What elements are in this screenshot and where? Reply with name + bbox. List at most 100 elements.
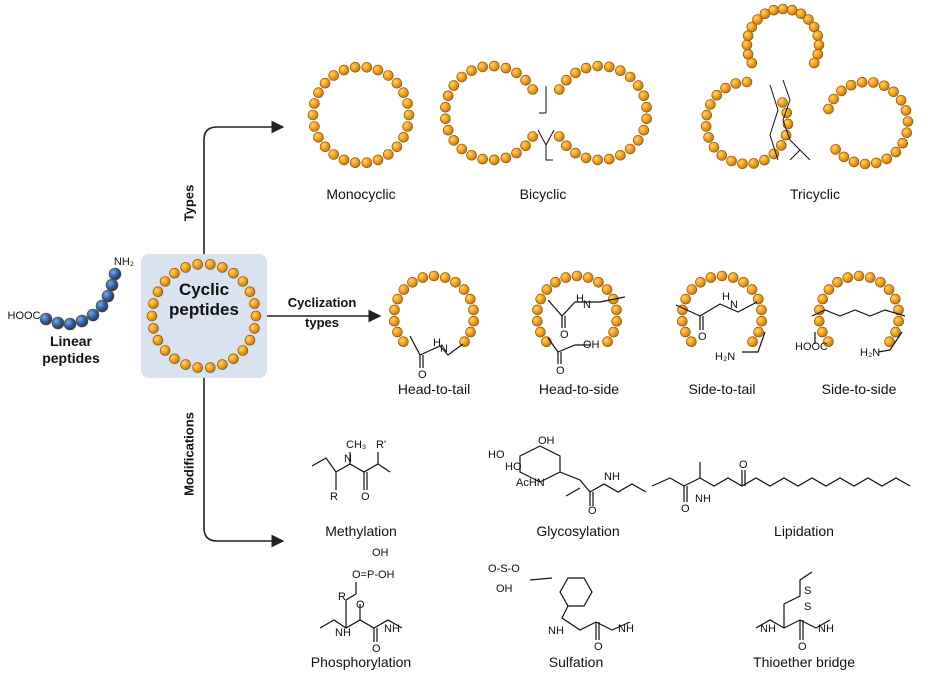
bead <box>884 336 895 348</box>
bead <box>372 154 384 166</box>
bead <box>748 158 760 169</box>
bead <box>398 336 409 348</box>
bead <box>747 336 758 348</box>
bead <box>889 293 901 305</box>
bead <box>338 154 350 166</box>
bead <box>319 77 331 89</box>
bead <box>511 147 522 159</box>
bead <box>428 270 440 282</box>
bead <box>527 131 539 142</box>
svg-text:O: O <box>361 491 370 503</box>
center-bead <box>217 359 228 370</box>
svg-text:OH: OH <box>538 435 555 447</box>
center-bead <box>148 298 159 309</box>
svg-text:R: R <box>330 491 338 503</box>
bead <box>570 67 581 79</box>
svg-text:NH: NH <box>760 623 776 635</box>
bead <box>608 326 619 338</box>
svg-text:H: H <box>722 291 730 303</box>
bead <box>570 147 581 159</box>
bead <box>775 140 787 151</box>
bead <box>531 315 543 327</box>
bead <box>456 71 468 83</box>
bead <box>848 156 860 168</box>
bead <box>828 93 840 105</box>
bead <box>845 79 857 91</box>
bead <box>830 144 841 155</box>
svg-text:N: N <box>344 453 352 465</box>
bead <box>856 77 868 88</box>
bead <box>391 77 403 89</box>
svg-text:NH: NH <box>384 623 400 635</box>
bead <box>695 276 706 288</box>
svg-text:OH: OH <box>496 583 513 595</box>
bead <box>440 101 451 113</box>
svg-text:O: O <box>372 643 381 655</box>
bead <box>888 86 899 98</box>
bead <box>500 62 512 74</box>
bead <box>391 141 403 153</box>
cyclization-caption-head-to-side: Head-to-side <box>538 381 620 397</box>
bead <box>458 284 470 295</box>
bead <box>741 76 753 88</box>
svg-text:N: N <box>583 299 591 311</box>
svg-text:NH: NH <box>618 623 634 635</box>
branch-types: Types <box>181 184 197 222</box>
bead <box>832 276 843 288</box>
bead <box>520 140 531 152</box>
bead <box>842 272 854 283</box>
center-bead <box>205 362 216 373</box>
svg-text:O: O <box>698 331 707 343</box>
bead <box>442 90 454 102</box>
bead <box>897 137 909 149</box>
bead <box>532 304 543 316</box>
bead <box>759 154 770 166</box>
bead <box>680 293 692 305</box>
bead <box>488 154 500 166</box>
bead <box>535 293 547 305</box>
tree-lines <box>203 120 382 548</box>
svg-text:O: O <box>418 369 427 381</box>
bead <box>465 326 476 338</box>
svg-text:O: O <box>798 641 807 653</box>
bead <box>716 150 728 161</box>
bead <box>388 315 400 327</box>
svg-text:O: O <box>739 459 748 471</box>
center-bead <box>159 276 171 287</box>
bead <box>398 284 410 295</box>
type-caption-bicyclic: Bicyclic <box>519 186 567 202</box>
bead <box>624 143 636 155</box>
bead <box>382 149 394 160</box>
bead <box>309 121 320 132</box>
bead <box>730 78 742 89</box>
cyclization-caption-side-to-tail: Side-to-tail <box>688 381 756 397</box>
bead <box>705 99 716 110</box>
svg-text:NH: NH <box>695 493 711 505</box>
mod-caption-methylation: Methylation <box>325 523 397 539</box>
bead <box>389 304 400 316</box>
bead <box>641 101 652 113</box>
linear-title: Linear peptides <box>42 333 100 366</box>
bead <box>901 127 913 138</box>
bead <box>403 109 415 121</box>
svg-text:NH: NH <box>548 625 564 637</box>
cyclization-linkers <box>409 296 906 368</box>
bead <box>890 326 901 338</box>
center-bead <box>180 359 191 370</box>
center-bead <box>192 259 203 270</box>
center-bead <box>249 323 260 334</box>
bead <box>890 146 902 158</box>
bead <box>511 67 522 79</box>
bead <box>468 315 480 327</box>
bead <box>392 293 404 305</box>
bead <box>641 113 652 125</box>
svg-text:AcHN: AcHN <box>516 477 545 489</box>
bead <box>392 326 403 338</box>
bead <box>328 149 340 160</box>
mod-caption-thioether-bridge: Thioether bridge <box>753 654 855 670</box>
linear-bead <box>101 289 115 303</box>
bead <box>477 61 489 73</box>
center-bead <box>237 345 249 356</box>
